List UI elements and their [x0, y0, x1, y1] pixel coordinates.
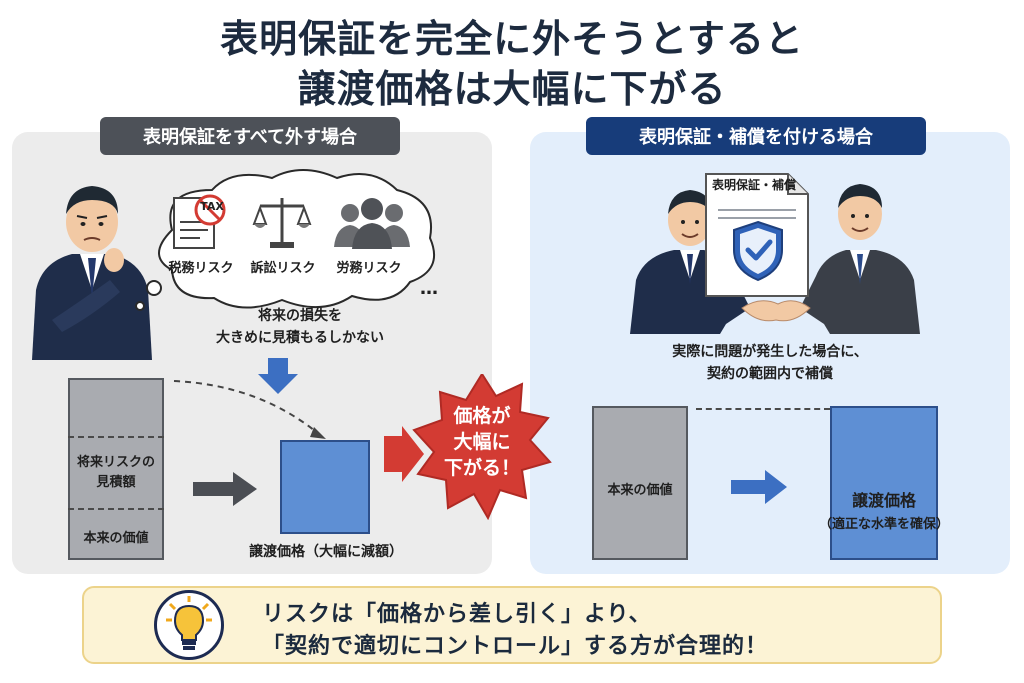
left-bar-risk-line2: 見積額 [96, 475, 136, 490]
left-result-label: 譲渡価格（大幅に減額） [249, 544, 403, 560]
left-original-value-bar [68, 378, 164, 560]
right-arrow-blue-icon [731, 470, 787, 504]
conclusion-line2: 「契約で適切にコントロール」する方が合理的！ [262, 634, 769, 659]
burst-line1: 価格が [453, 405, 511, 427]
risk-label-tax: 税務リスク [168, 261, 234, 276]
conclusion-line1: リスクは「価格から差し引く」より、 [262, 602, 652, 627]
right-original-value-bar [592, 406, 688, 560]
dash-divider-top [68, 436, 164, 438]
right-level-dash [696, 408, 830, 410]
right-arrow-red-icon [384, 426, 424, 482]
workers-group-icon [334, 198, 410, 249]
burst-line3: 下がる！ [443, 457, 520, 479]
dash-divider-bottom [68, 508, 164, 510]
left-note-line2: 大きめに見積もるしかない [216, 330, 384, 346]
tax-document-icon [173, 194, 226, 249]
shield-check-icon [733, 220, 783, 282]
tax-label: TAX [200, 200, 224, 213]
conclusion-box [82, 586, 942, 664]
lightbulb-icon [166, 596, 212, 650]
document-title: 表明保証・補償 [711, 178, 796, 192]
right-arrow-gray-icon [193, 472, 257, 506]
down-arrow-icon [258, 358, 298, 394]
handshake-businessmen-icon [630, 184, 920, 334]
burst-line2: 大幅に [453, 431, 511, 453]
page-title-line2: 譲渡価格は大幅に下がる [297, 67, 727, 111]
dashed-curve-arrow [173, 380, 326, 439]
left-note-line1: 将来の損失を [258, 308, 342, 324]
right-transfer-price-bar [830, 406, 938, 560]
right-panel-header: 表明保証・補償を付ける場合 [586, 117, 926, 155]
worried-businessman-icon [32, 186, 152, 360]
right-result-line1: 譲渡価格 [851, 491, 916, 510]
left-bar-risk-line1: 将来リスクの [76, 455, 155, 470]
page-title-line1: 表明保証を完全に外そうとすると [220, 17, 804, 61]
right-result-line2: （適正な水準を確保） [818, 517, 949, 532]
risk-label-labor: 労務リスク [336, 261, 402, 276]
left-transfer-price-bar [280, 440, 370, 534]
left-bar-original-value: 本来の価値 [83, 531, 149, 546]
ellipsis: … [420, 278, 438, 299]
right-note-line1: 実際に問題が発生した場合に、 [672, 344, 868, 360]
scales-icon [252, 198, 312, 248]
price-drop-burst [412, 374, 552, 520]
right-bar-original-value: 本来の価値 [607, 483, 673, 498]
left-panel-header: 表明保証をすべて外す場合 [100, 117, 400, 155]
risk-label-litigation: 訴訟リスク [250, 261, 316, 276]
right-note-line2: 契約の範囲内で補償 [707, 366, 833, 382]
